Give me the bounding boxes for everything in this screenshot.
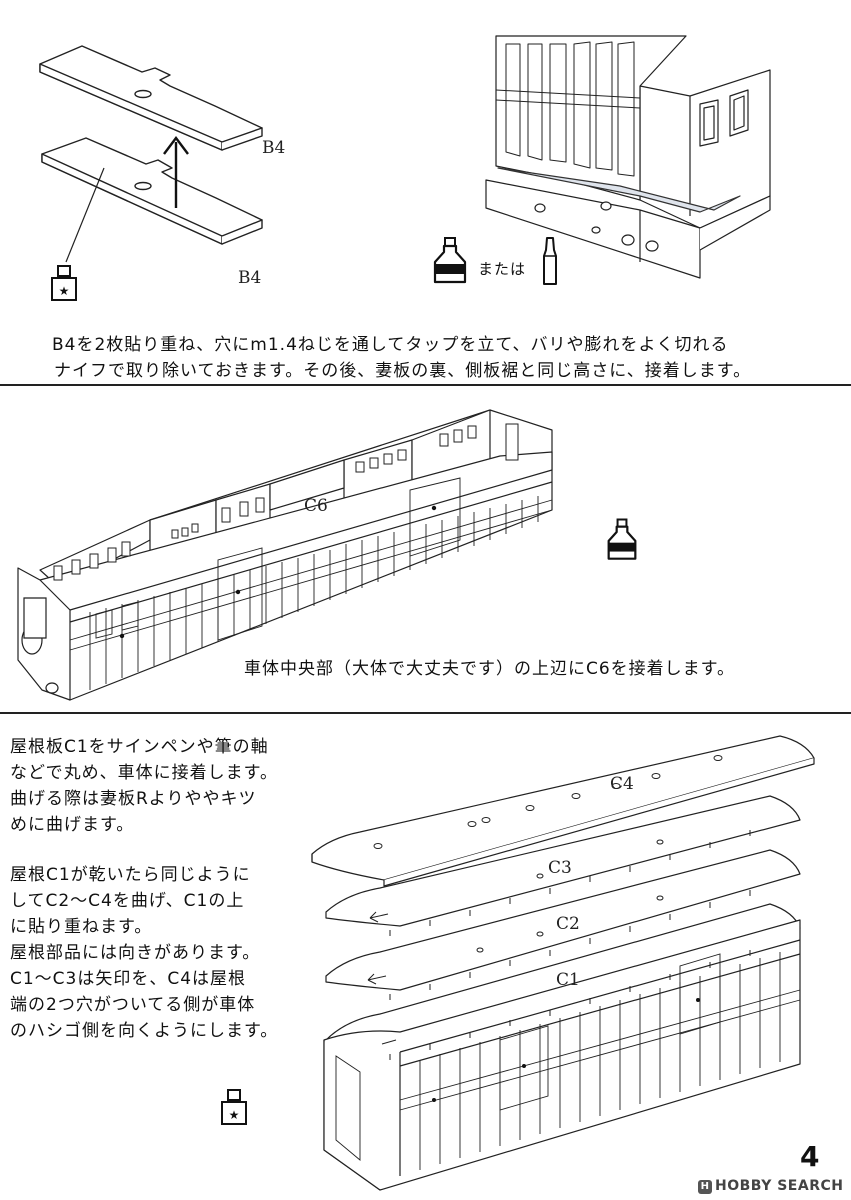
divider-2 <box>0 712 851 714</box>
section2-instruction: 車体中央部（大体で大丈夫です）の上辺にC6を接着します。 <box>244 659 735 679</box>
tap-tool-icon <box>540 236 560 288</box>
car-body-c6-illustration <box>0 0 851 720</box>
divider-1 <box>0 384 851 386</box>
page-number: 4 <box>800 1140 820 1173</box>
label-c2: C2 <box>556 914 580 934</box>
label-c4: C4 <box>610 774 634 794</box>
svg-text:★: ★ <box>229 1108 240 1122</box>
section1-instruction-line2: ナイフで取り除いておきます。その後、妻板の裏、側板裾と同じ高さに、接着します。 <box>54 361 752 381</box>
label-b4-top: B4 <box>262 138 286 158</box>
section1-instruction-line1: B4を2枚貼り重ね、穴にm1.4ねじを通してタップを立て、バリや膨れをよく切れる <box>52 335 729 355</box>
watermark-text: HOBBY SEARCH <box>715 1178 844 1194</box>
glue-bottle-icon <box>606 516 638 564</box>
svg-text:★: ★ <box>59 284 70 298</box>
or-text: または <box>478 260 527 278</box>
label-b4-bottom: B4 <box>238 268 262 288</box>
label-c3: C3 <box>548 858 572 878</box>
section3-paragraph-2: 屋根C1が乾いたら同じように してC2〜C4を曲げ、C1の上 に貼り重ねます。 … <box>10 865 279 1041</box>
weight-clamp-icon: ★ <box>220 1088 250 1128</box>
section3-paragraph-1: 屋根板C1をサインペンや筆の軸 などで丸め、車体に接着します。 曲げる際は妻板R… <box>10 737 278 835</box>
weight-clamp-icon: ★ <box>50 264 80 304</box>
label-c6: C6 <box>304 496 328 516</box>
watermark-logo-icon: H <box>698 1180 712 1194</box>
glue-bottle-icon <box>432 236 468 286</box>
car-end-interior-illustration <box>0 0 851 300</box>
label-c1: C1 <box>556 970 580 990</box>
b4-plates-illustration <box>0 0 851 300</box>
